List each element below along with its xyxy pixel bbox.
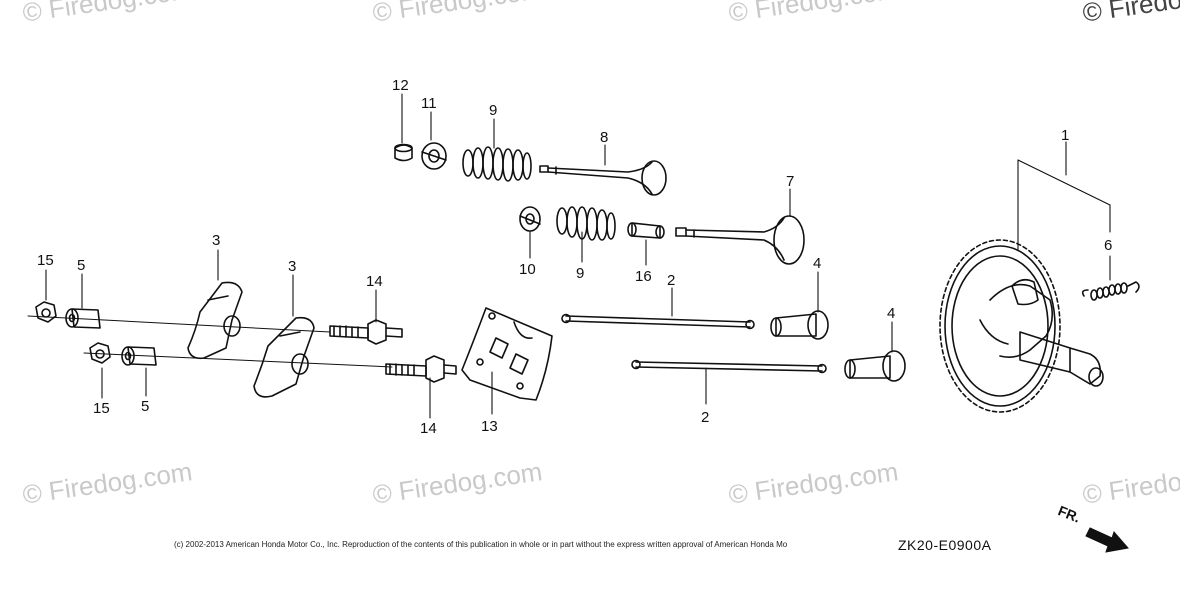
- callout-16: 16: [635, 268, 652, 285]
- valve-rotator: [627, 222, 665, 239]
- camshaft-gear: [939, 239, 1104, 413]
- copyright-notice: (c) 2002-2013 American Honda Motor Co., …: [174, 540, 788, 549]
- adjusting-nut: [89, 342, 111, 364]
- rocker-arm-pivot: [121, 346, 157, 366]
- callout-12: 12: [392, 77, 409, 94]
- decompressor-spring: [1081, 281, 1140, 301]
- pivot-bolt: [329, 319, 403, 345]
- callout-2: 2: [701, 409, 709, 426]
- diagram-part-code: ZK20-E0900A: [898, 537, 992, 553]
- front-direction-arrow: [1085, 527, 1129, 553]
- callout-3: 3: [212, 232, 220, 249]
- callout-5: 5: [141, 398, 149, 415]
- callout-15: 15: [37, 252, 54, 269]
- valve-stem-seal: [519, 206, 541, 232]
- spring-retainer: [421, 142, 447, 170]
- callout-8: 8: [600, 129, 608, 146]
- rocker-arm-pivot: [65, 308, 101, 329]
- callout-numbers: 1 6 12 11 9 8 7 10 9 16 2 4 4 2 3 3 14 1…: [37, 77, 1112, 437]
- valve-spring: [462, 146, 532, 182]
- valve-lifter: [770, 310, 829, 340]
- callout-4: 4: [887, 305, 895, 322]
- rocker-arm: [187, 281, 243, 360]
- callout-3: 3: [288, 258, 296, 275]
- callout-9: 9: [576, 265, 584, 282]
- pivot-bolt: [385, 355, 457, 383]
- callout-11: 11: [421, 95, 437, 112]
- callout-14: 14: [420, 420, 437, 437]
- valve-lifter: [844, 350, 906, 382]
- callout-9: 9: [489, 102, 497, 119]
- callout-7: 7: [786, 173, 794, 190]
- pushrod: [631, 359, 827, 374]
- callout-15: 15: [93, 400, 110, 417]
- callout-13: 13: [481, 418, 498, 435]
- callout-6: 6: [1104, 237, 1112, 254]
- callout-1: 1: [1061, 127, 1069, 144]
- callout-10: 10: [519, 261, 536, 278]
- rocker-arm: [253, 316, 315, 398]
- callout-2: 2: [667, 272, 675, 289]
- leader-lines: [45, 93, 1111, 419]
- valve-spring: [556, 206, 616, 241]
- center-lines: [27, 315, 393, 368]
- adjusting-nut: [35, 301, 57, 323]
- intake-valve: [675, 215, 805, 265]
- callout-14: 14: [366, 273, 383, 290]
- callout-4: 4: [813, 255, 821, 272]
- pushrod: [561, 313, 755, 330]
- pushrod-guide-plate: [461, 307, 553, 401]
- exhaust-valve: [539, 160, 667, 196]
- valve-cotter: [394, 143, 413, 162]
- callout-5: 5: [77, 257, 85, 274]
